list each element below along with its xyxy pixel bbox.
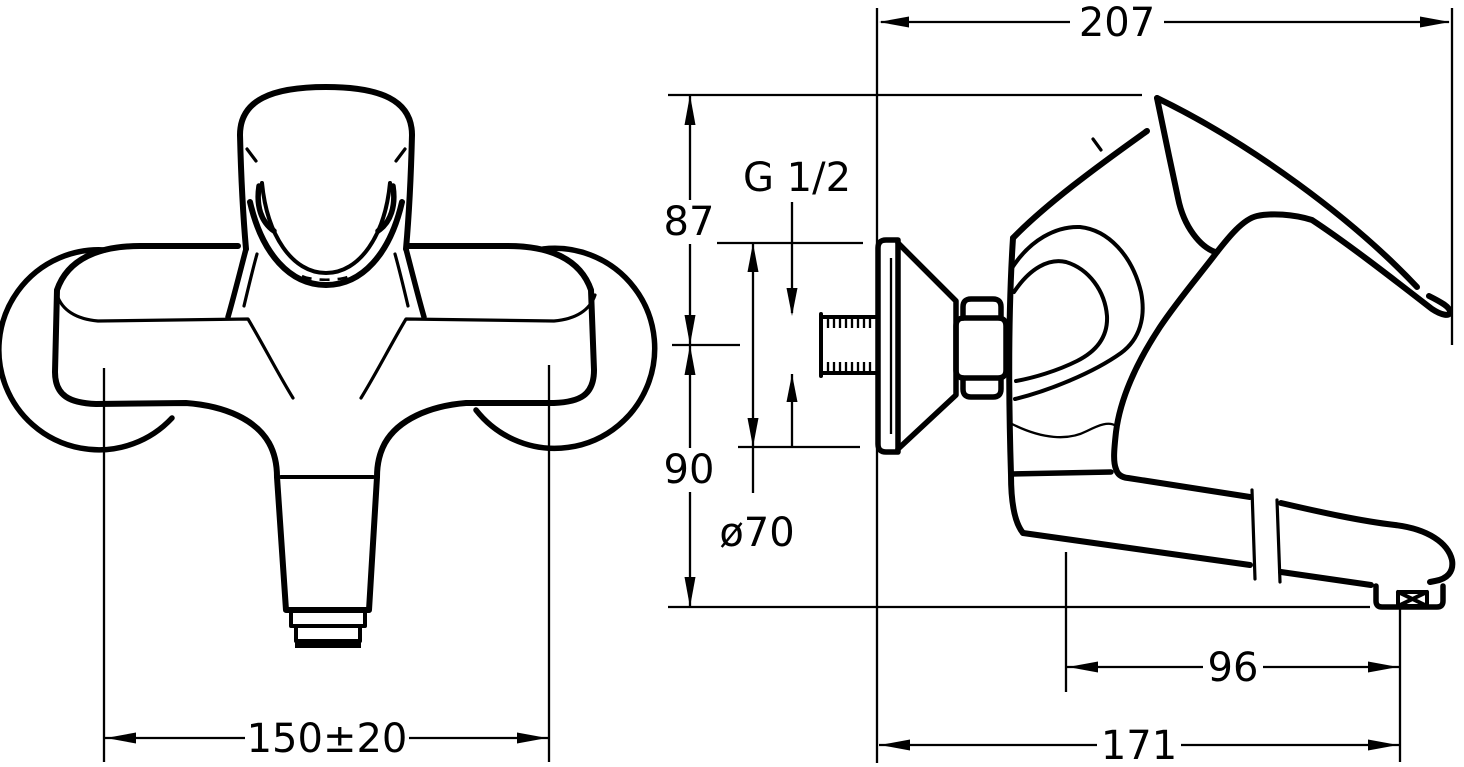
dimension-label-96: 96 <box>1208 645 1259 691</box>
spout-top-edge <box>1125 475 1253 500</box>
dimension-label-o70: ø70 <box>719 510 794 556</box>
aerator-ring-2 <box>294 624 362 643</box>
body-right-profile <box>1111 249 1220 481</box>
lever-top-edge <box>1154 95 1420 290</box>
spout-column <box>274 474 380 613</box>
body-face-contour-outer <box>1010 224 1145 401</box>
body-outline-left <box>52 243 280 480</box>
handle-skirt-inner-left <box>242 252 259 308</box>
arrowhead-right <box>517 732 547 744</box>
handle-saddle-hidden-edge <box>301 274 351 282</box>
arrowhead-right <box>1368 661 1398 673</box>
handle-saddle-inner <box>260 181 392 275</box>
inlet-pipe <box>819 312 879 378</box>
lever-front-edge <box>1154 95 1218 255</box>
union-nut-top-facet <box>960 296 1004 321</box>
dimension-depth-total: 207 <box>879 0 1454 345</box>
body-bottom-shelf <box>1009 469 1114 477</box>
handle-skirt-inner-right <box>393 252 410 308</box>
dimension-label-90: 90 <box>664 447 715 493</box>
dimension-label-171: 171 <box>1101 723 1177 767</box>
left-escutcheon-circle <box>0 247 175 453</box>
handle-dome-tick-left <box>245 147 258 163</box>
body-face-line-left <box>55 293 295 400</box>
arrowhead-left <box>880 739 910 751</box>
arrowhead-down <box>786 288 798 316</box>
arrowhead-down-bottom <box>684 577 696 607</box>
handle-dome-tick-right <box>394 147 407 163</box>
spout-break-line-2 <box>1275 498 1282 584</box>
handle-skirt-right <box>403 246 427 320</box>
dimension-spout-reach-inner: 96 <box>1064 552 1402 762</box>
handle-saddle-outer <box>247 199 405 288</box>
dimension-spout-reach-total: 171 <box>879 723 1399 767</box>
arrowhead-right <box>1420 16 1450 28</box>
flange-face <box>875 237 901 455</box>
spout-break-line-1 <box>1250 488 1257 581</box>
dimension-mounting-distance: 150±20 <box>102 365 551 762</box>
flange-cone <box>895 240 959 452</box>
body-face-contour-inner <box>1012 259 1110 383</box>
inlet-pipe-threads <box>826 318 872 372</box>
spout-bottom-edge <box>1020 530 1253 568</box>
dimension-label-207: 207 <box>1079 0 1155 46</box>
handle-skirt-left <box>225 246 249 320</box>
aerator-outlet-box <box>1396 590 1429 608</box>
body-face-line-right <box>359 293 597 400</box>
side-view <box>819 8 1456 763</box>
dimension-label-g12: G 1/2 <box>743 155 851 201</box>
arrowhead-left <box>1068 661 1098 673</box>
body-outline-right <box>374 243 597 480</box>
aerator-bottom-band <box>295 640 361 648</box>
arrowhead-up <box>786 374 798 402</box>
aerator-ring-1 <box>289 608 367 628</box>
arrowhead-up-top <box>684 95 696 125</box>
handle-grip-hook-left <box>255 183 277 234</box>
handle-dome-top <box>237 84 415 138</box>
arrowhead-left <box>106 732 136 744</box>
body-left-edge <box>1006 235 1026 536</box>
arrowhead-down-axis <box>684 315 696 345</box>
arrowhead-up-axis <box>684 345 696 375</box>
dimension-label-87: 87 <box>664 199 715 245</box>
dimensions: 207 87 90 G 1/2 <box>102 0 1454 767</box>
dimension-label-150: 150±20 <box>247 716 408 762</box>
handle-dome-left <box>237 132 249 252</box>
handle-dome-right <box>403 132 415 252</box>
arrowhead-left <box>879 16 909 28</box>
union-nut-center-facet <box>953 315 1009 381</box>
arrowhead-right <box>1368 739 1398 751</box>
front-view <box>0 84 658 648</box>
lever-tip-and-underside <box>1214 211 1453 318</box>
spout-end-top <box>1278 500 1456 585</box>
dimension-height-chain: 87 90 <box>664 93 1370 609</box>
dimension-flange-diameter: ø70 <box>717 241 863 556</box>
dimension-thread: G 1/2 <box>743 155 851 447</box>
arrowhead-up <box>747 243 759 272</box>
body-top-edge <box>1010 128 1150 241</box>
arrowhead-down <box>747 418 759 447</box>
handle-grip-hook-right <box>375 183 397 234</box>
union-nut-bottom-facet <box>960 375 1004 400</box>
right-escutcheon-circle <box>473 245 658 452</box>
body-top-tick <box>1091 137 1103 152</box>
spout-end-bottom <box>1278 569 1374 588</box>
body-face-lowlight <box>1011 422 1117 439</box>
